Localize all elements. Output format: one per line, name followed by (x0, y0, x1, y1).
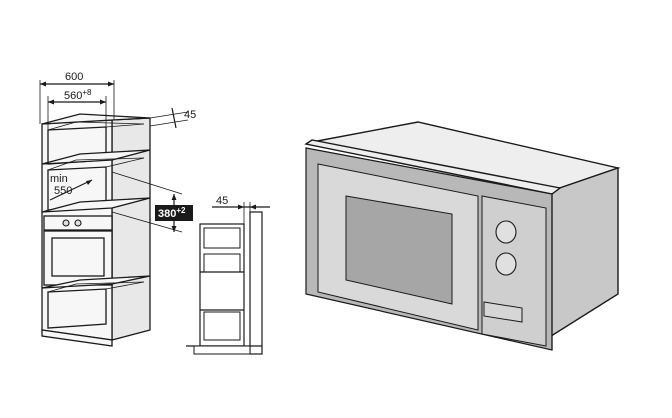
door-window (345, 195, 453, 305)
svg-text:560+8: 560+8 (64, 88, 92, 102)
min-label: min (50, 173, 68, 185)
width-total-label: 600 (65, 71, 83, 83)
dimension-width-total: 600 (39, 71, 115, 124)
niche-height-label: 380 (158, 208, 176, 220)
dimension-width-inner: 560+8 (47, 88, 107, 130)
width-inner-tolerance: +8 (82, 88, 92, 97)
top-depth-label: 45 (184, 109, 196, 121)
tall-cabinet (41, 113, 151, 347)
timer-knob-icon (495, 220, 517, 244)
min-depth-label: 550 (54, 185, 72, 197)
side-depth-label: 45 (216, 195, 228, 207)
width-inner-label: 560 (64, 90, 82, 102)
microwave-oven (304, 121, 621, 351)
side-section: 45 (186, 195, 270, 355)
dimension-top-depth: 45 (149, 107, 196, 129)
power-knob-icon (495, 252, 517, 276)
door-release-button (483, 301, 523, 323)
niche-height-tolerance: +2 (176, 206, 186, 215)
dimension-niche-height: 380+2 (111, 171, 193, 233)
dimension-min-depth: min 550 (49, 173, 93, 201)
svg-text:380+2: 380+2 (158, 206, 186, 220)
oven-knob-icon (62, 219, 70, 227)
oven-knob-icon (74, 219, 82, 227)
niche-height-badge (155, 205, 193, 221)
